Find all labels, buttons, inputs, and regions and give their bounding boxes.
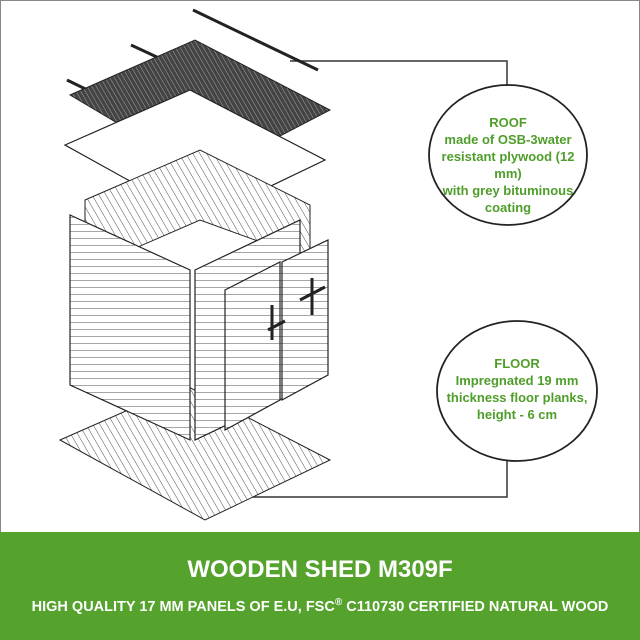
subtitle-text-end: C110730 CERTIFIED NATURAL WOOD — [342, 598, 609, 615]
subtitle-text: HIGH QUALITY 17 MM PANELS OF E.U, FSC — [31, 598, 335, 615]
floor-callout-line: Impregnated 19 mm — [455, 373, 579, 388]
roof-callout-line: coating — [484, 200, 532, 215]
roof-callout-line: resistant plywood (12 mm) — [441, 149, 575, 181]
roof-callout-line: with grey bituminous — [442, 183, 574, 198]
floor-callout-title: FLOOR — [494, 356, 540, 371]
product-subtitle: HIGH QUALITY 17 MM PANELS OF E.U, FSC® C… — [0, 597, 640, 615]
doors — [224, 239, 329, 432]
floor-callout-line: thickness floor planks, — [446, 390, 588, 405]
floor-callout: FLOOR Impregnated 19 mm thickness floor … — [437, 355, 597, 423]
product-banner: WOODEN SHED M309F HIGH QUALITY 17 MM PAN… — [0, 532, 640, 640]
left-wall — [69, 214, 191, 441]
roof-callout-title: ROOF — [489, 115, 527, 130]
roof-connector-line — [290, 60, 508, 86]
product-title: WOODEN SHED M309F — [187, 556, 453, 583]
floor-connector-line — [200, 460, 508, 498]
registered-mark: ® — [334, 597, 343, 608]
roof-callout: ROOF made of OSB-3water resistant plywoo… — [428, 114, 588, 216]
floor-callout-line: height - 6 cm — [476, 407, 558, 422]
roof-callout-line: made of OSB-3water — [444, 132, 572, 147]
